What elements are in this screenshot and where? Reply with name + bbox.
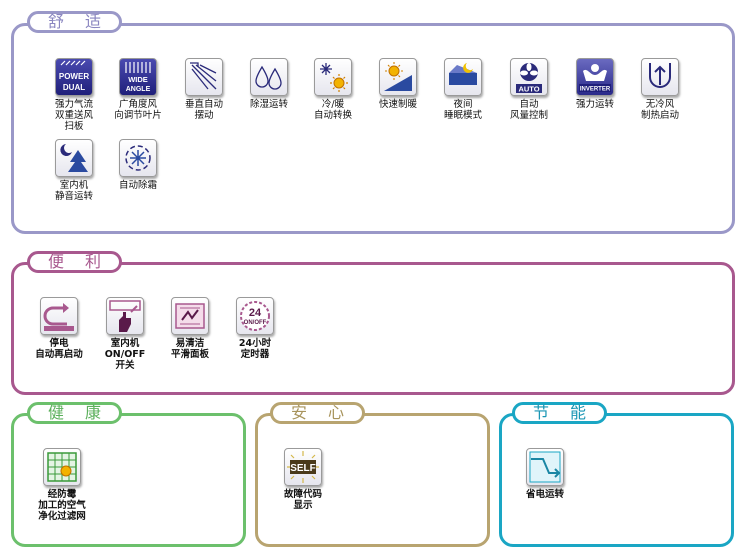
feature-easy-clean-panel: 易清洁 平滑面板	[158, 297, 222, 360]
svg-text:ANGLE: ANGLE	[126, 86, 151, 93]
feature-wide-angle: WIDE ANGLE 广角度风 向调节叶片	[106, 58, 170, 121]
feature-label: 风量控制	[509, 110, 548, 121]
comfort-tab: 舒 适	[27, 11, 122, 33]
feature-vertical-swing: 垂直自动 摆动	[172, 58, 236, 121]
feature-label: 显示	[293, 500, 313, 511]
feature-label: 室内机	[110, 338, 140, 349]
svg-text:INVERTER: INVERTER	[580, 87, 611, 93]
feature-fast-heat: 快速制暖	[366, 58, 430, 110]
timer-24h-icon: 24 ON/OFF	[236, 297, 274, 335]
feature-label: 向调节叶片	[114, 110, 162, 121]
energy-tab: 节 能	[512, 402, 607, 424]
feature-label: 夜间	[453, 99, 473, 110]
feature-label: 室内机	[59, 180, 89, 191]
feature-label: 强力气流	[54, 99, 93, 110]
feature-onoff-switch: 室内机 ON/OFF 开关	[93, 297, 157, 371]
feature-label: 自动	[519, 99, 539, 110]
feature-inverter: INVERTER 强力运转	[563, 58, 627, 110]
power-save-icon	[526, 448, 564, 486]
svg-text:24: 24	[249, 307, 262, 319]
feature-label: 静音运转	[54, 191, 93, 202]
feature-label: 净化过滤网	[38, 511, 86, 522]
auto-fan-icon: AUTO	[510, 58, 548, 96]
feature-label: ON/OFF	[104, 349, 146, 360]
feature-label: 定时器	[240, 349, 270, 360]
feature-label: 广角度风	[118, 99, 157, 110]
feature-label: 易清洁	[175, 338, 205, 349]
feature-label: 扫板	[64, 121, 84, 132]
power-dual-icon: POWER DUAL	[55, 58, 93, 96]
onoff-switch-icon	[106, 297, 144, 335]
svg-text:SELF: SELF	[290, 463, 316, 474]
feature-label: 冷/暖	[321, 99, 345, 110]
feature-power-dual: POWER DUAL 强力气流 双重送风 扫板	[42, 58, 106, 132]
no-cold-wind-icon	[641, 58, 679, 96]
night-sleep-icon	[444, 58, 482, 96]
feature-label: 制热启动	[640, 110, 679, 121]
feature-dehumidify: 除湿运转	[237, 58, 301, 110]
feature-label: 双重送风	[54, 110, 93, 121]
feature-cool-heat-switch: 冷/暖 自动转换	[301, 58, 365, 121]
feature-label: 摆动	[194, 110, 214, 121]
fast-heat-icon	[379, 58, 417, 96]
feature-no-cold-wind: 无冷风 制热启动	[628, 58, 692, 121]
convenience-tab: 便 利	[27, 251, 122, 273]
feature-label: 快速制暖	[378, 99, 417, 110]
auto-restart-icon	[40, 297, 78, 335]
feature-label: 强力运转	[575, 99, 614, 110]
feature-label: 加工的空气	[38, 500, 86, 511]
safety-tab: 安 心	[270, 402, 365, 424]
inverter-icon: INVERTER	[576, 58, 614, 96]
feature-auto-fan: AUTO 自动 风量控制	[497, 58, 561, 121]
feature-timer-24h: 24 ON/OFF 24小时 定时器	[223, 297, 287, 360]
vertical-swing-icon	[185, 58, 223, 96]
feature-label: 开关	[115, 360, 135, 371]
feature-anti-mold-filter: 经防霉 加工的空气 净化过滤网	[30, 448, 94, 522]
svg-text:AUTO: AUTO	[518, 85, 539, 94]
health-tab: 健 康	[27, 402, 122, 424]
feature-label: 睡眠模式	[443, 110, 482, 121]
anti-mold-filter-icon	[43, 448, 81, 486]
quiet-indoor-icon	[55, 139, 93, 177]
feature-auto-restart: 停电 自动再启动	[27, 297, 91, 360]
feature-label: 自动除霜	[118, 180, 157, 191]
feature-quiet-indoor: 室内机 静音运转	[42, 139, 106, 202]
feature-label: 自动转换	[313, 110, 352, 121]
svg-text:DUAL: DUAL	[63, 83, 85, 92]
feature-label: 除湿运转	[249, 99, 288, 110]
feature-label: 省电运转	[525, 489, 564, 500]
feature-label: 故障代码	[283, 489, 322, 500]
feature-label: 停电	[49, 338, 69, 349]
auto-defrost-icon	[119, 139, 157, 177]
feature-night-sleep: 夜间 睡眠模式	[431, 58, 495, 121]
feature-label: 自动再启动	[35, 349, 83, 360]
feature-auto-defrost: 自动除霜	[106, 139, 170, 191]
feature-label: 无冷风	[645, 99, 675, 110]
comfort-panel	[11, 23, 735, 234]
easy-clean-panel-icon	[171, 297, 209, 335]
self-diagnosis-icon: SELF	[284, 448, 322, 486]
feature-label: 经防霉	[47, 489, 77, 500]
svg-text:POWER: POWER	[59, 72, 89, 81]
feature-label: 平滑面板	[170, 349, 209, 360]
svg-text:WIDE: WIDE	[128, 75, 148, 84]
wide-angle-icon: WIDE ANGLE	[119, 58, 157, 96]
cool-heat-switch-icon	[314, 58, 352, 96]
dehumidify-icon	[250, 58, 288, 96]
feature-label: 垂直自动	[184, 99, 223, 110]
feature-power-save: 省电运转	[513, 448, 577, 500]
feature-self-diagnosis: SELF 故障代码 显示	[271, 448, 335, 511]
svg-text:ON/OFF: ON/OFF	[244, 320, 267, 326]
feature-label: 24小时	[238, 338, 272, 349]
